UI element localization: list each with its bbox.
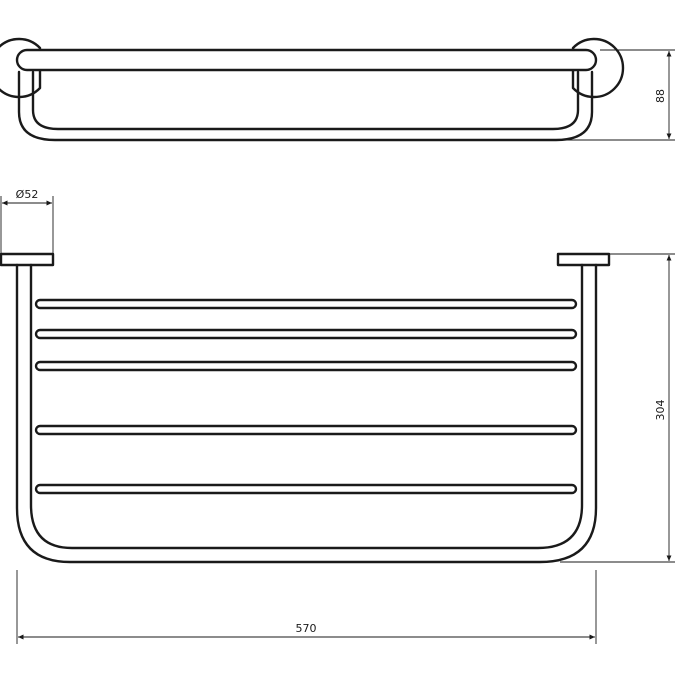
dim-88-label: 88 [654,89,667,103]
dim-570-label: 570 [296,622,317,635]
top-view: 88 [0,37,675,142]
front-view-bar-3 [34,360,578,372]
front-view-bar-1 [34,298,578,310]
front-view-bar-2 [34,328,578,340]
top-view-u-rail-inner [31,70,580,131]
front-view-u-frame-inner [29,263,584,550]
top-view-main-bar [15,48,598,72]
front-view: Ø52 304 570 [0,188,675,644]
front-view-bar-4 [34,424,578,436]
front-view-bar-5 [34,483,578,495]
front-view-left-flange [0,252,55,267]
dim-304-label: 304 [654,400,667,421]
top-view-u-rail-outer [17,70,594,142]
front-view-u-frame-outer [15,263,598,564]
front-view-right-flange [556,252,611,267]
dim-d52-label: Ø52 [16,188,39,201]
